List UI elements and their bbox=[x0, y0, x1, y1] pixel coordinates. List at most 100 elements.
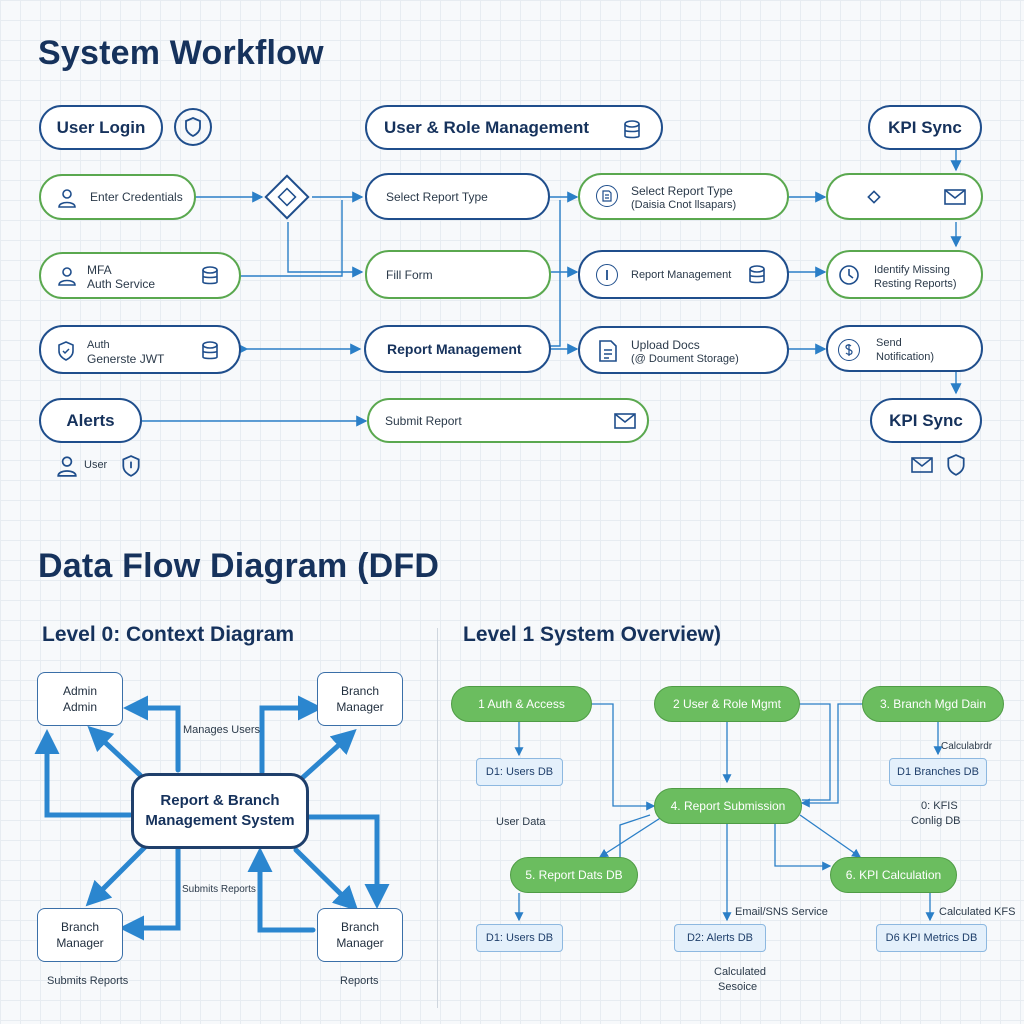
admin-entity[interactable]: Admin Admin bbox=[37, 672, 123, 726]
upload-docs-node[interactable]: Upload Docs (@ Doument Storage) bbox=[578, 326, 789, 374]
database-icon bbox=[201, 341, 219, 361]
calculated-kfs-label: Calculated KFS bbox=[939, 906, 1016, 918]
bm-tr-line1: Branch bbox=[340, 684, 380, 698]
shield-icon bbox=[946, 454, 966, 476]
dfd-title: Data Flow Diagram (DFD bbox=[38, 547, 440, 585]
shield-icon bbox=[121, 455, 141, 477]
select-report-type-node[interactable]: Select Report Type bbox=[365, 173, 550, 220]
report-management-2-label: Report Management bbox=[631, 269, 732, 281]
calculated-line2: Sesoice bbox=[718, 981, 758, 993]
reports-bottom-label: Reports bbox=[340, 975, 379, 987]
arrow-core-admin-upper bbox=[123, 695, 181, 773]
decision-mail-node[interactable] bbox=[826, 173, 983, 220]
process-5-report-dats-db[interactable]: 5. Report Dats DB bbox=[510, 857, 638, 893]
enter-credentials-label: Enter Credentials bbox=[90, 190, 183, 204]
auth-line1: Auth bbox=[87, 339, 110, 351]
arrow-admin-loop bbox=[34, 729, 133, 818]
identify-line1: Identify Missing bbox=[874, 264, 950, 276]
submits-reports-bottom-label: Submits Reports bbox=[47, 975, 129, 987]
info-icon bbox=[596, 264, 618, 286]
identify-missing-node[interactable]: Identify Missing Resting Reports) bbox=[826, 250, 983, 299]
kfis-line1: 0: KFIS bbox=[921, 800, 958, 812]
admin-line1: Admin bbox=[62, 684, 97, 698]
mfa-node[interactable]: MFA Auth Service bbox=[39, 252, 241, 299]
d2-alerts-db[interactable]: D2: Alerts DB bbox=[674, 924, 766, 952]
d1-branches-db[interactable]: D1 Branches DB bbox=[889, 758, 987, 786]
select-report-type-2-node[interactable]: Select Report Type (Daisia Cnot llsapars… bbox=[578, 173, 789, 220]
core-system-process[interactable]: Report & Branch Management System bbox=[131, 773, 309, 849]
kpi-sync-top-node[interactable]: KPI Sync bbox=[868, 105, 982, 150]
fill-form-label: Fill Form bbox=[386, 268, 433, 282]
submit-report-node[interactable]: Submit Report bbox=[367, 398, 649, 443]
kpi-sync-bottom-node[interactable]: KPI Sync bbox=[870, 398, 982, 443]
arrow-report-up bbox=[549, 200, 561, 347]
arrow-bm-bl-loop bbox=[119, 845, 181, 941]
bm-tr-line2: Manager bbox=[336, 700, 384, 714]
arrow-p4-to-p5 bbox=[598, 814, 666, 858]
process-1-auth-access[interactable]: 1 Auth & Access bbox=[451, 686, 592, 722]
arrow-p4-to-p6-b bbox=[774, 823, 832, 871]
file-icon bbox=[599, 340, 617, 362]
send-line2: Notification) bbox=[876, 351, 935, 363]
user-icon bbox=[57, 188, 77, 208]
d1-users-db-top[interactable]: D1: Users DB bbox=[476, 758, 563, 786]
d1-users-db-bottom[interactable]: D1: Users DB bbox=[476, 924, 563, 952]
submits-reports-mid-label: Submits Reports bbox=[182, 884, 256, 895]
calculabrdr-label: Calculabrdr bbox=[941, 741, 993, 752]
report-management-node[interactable]: Report Management bbox=[364, 325, 551, 373]
document-icon bbox=[596, 185, 618, 207]
user-login-node[interactable]: User Login bbox=[39, 105, 163, 150]
user-icon bbox=[57, 266, 77, 286]
process-4-report-submission[interactable]: 4. Report Submission bbox=[654, 788, 802, 824]
level1-arrows bbox=[514, 703, 943, 922]
database-icon bbox=[623, 120, 641, 140]
send-notification-node[interactable]: Send Notification) bbox=[826, 325, 983, 372]
arrow-p4-to-p6 bbox=[799, 814, 862, 858]
database-icon bbox=[201, 266, 219, 286]
arrow-core-to-bm-tr bbox=[297, 728, 357, 783]
fill-form-node[interactable]: Fill Form bbox=[365, 250, 551, 299]
kfis-line2: Conlig DB bbox=[911, 815, 961, 827]
arrow-core-to-bm-br bbox=[293, 847, 359, 912]
workflow-title: System Workflow bbox=[38, 34, 324, 72]
database-icon bbox=[748, 265, 766, 285]
bm-bl-line1: Branch bbox=[60, 920, 100, 934]
core-line1: Report & Branch bbox=[160, 792, 280, 809]
alerts-label: Alerts bbox=[66, 410, 115, 430]
process-3-branch-mgd[interactable]: 3. Branch Mgd Dain bbox=[862, 686, 1004, 722]
calculated-line1: Calculated bbox=[714, 966, 766, 978]
d6-kpi-metrics-db[interactable]: D6 KPI Metrics DB bbox=[876, 924, 987, 952]
user-role-management-node[interactable]: User & Role Management bbox=[365, 105, 663, 150]
arrow-bm-br-to-core bbox=[247, 847, 316, 933]
bm-br-line2: Manager bbox=[336, 936, 384, 950]
branch-manager-top-entity[interactable]: Branch Manager bbox=[317, 672, 403, 726]
clock-icon bbox=[838, 264, 860, 286]
arrow-core-to-bm-bl bbox=[85, 839, 153, 907]
bm-br-line1: Branch bbox=[340, 920, 380, 934]
core-line2: Management System bbox=[145, 812, 295, 829]
submit-report-label: Submit Report bbox=[385, 414, 462, 428]
arrow-core-to-admin bbox=[87, 725, 143, 778]
branch-manager-bottom-right-entity[interactable]: Branch Manager bbox=[317, 908, 403, 962]
branch-manager-bottom-left-entity[interactable]: Branch Manager bbox=[37, 908, 123, 962]
user-role-management-label: User & Role Management bbox=[384, 117, 589, 137]
auth-jwt-node[interactable]: Auth Generste JWT bbox=[39, 325, 241, 374]
process-2-user-role-mgmt[interactable]: 2 User & Role Mgmt bbox=[654, 686, 800, 722]
alerts-node[interactable]: Alerts bbox=[39, 398, 142, 443]
workflow-connectors bbox=[142, 150, 962, 427]
select-report-type-2-line1: Select Report Type bbox=[631, 184, 733, 198]
arrow-p1-to-p4 bbox=[592, 703, 656, 811]
enter-credentials-node[interactable]: Enter Credentials bbox=[39, 174, 196, 220]
select-report-type-2-line2: (Daisia Cnot llsapars) bbox=[631, 199, 737, 211]
arrow-p3-to-p4 bbox=[800, 703, 862, 808]
arrow-decision-to-fill bbox=[287, 222, 364, 278]
bm-bl-line2: Manager bbox=[56, 936, 104, 950]
mail-icon bbox=[614, 413, 636, 429]
report-management-2-node[interactable]: Report Management bbox=[578, 250, 789, 299]
arrow-mfa-to-select bbox=[240, 200, 343, 277]
shield-icon bbox=[174, 108, 212, 146]
process-6-kpi-calculation[interactable]: 6. KPI Calculation bbox=[830, 857, 957, 893]
identify-line2: Resting Reports) bbox=[874, 278, 957, 290]
arrow-core-right bbox=[306, 814, 390, 909]
